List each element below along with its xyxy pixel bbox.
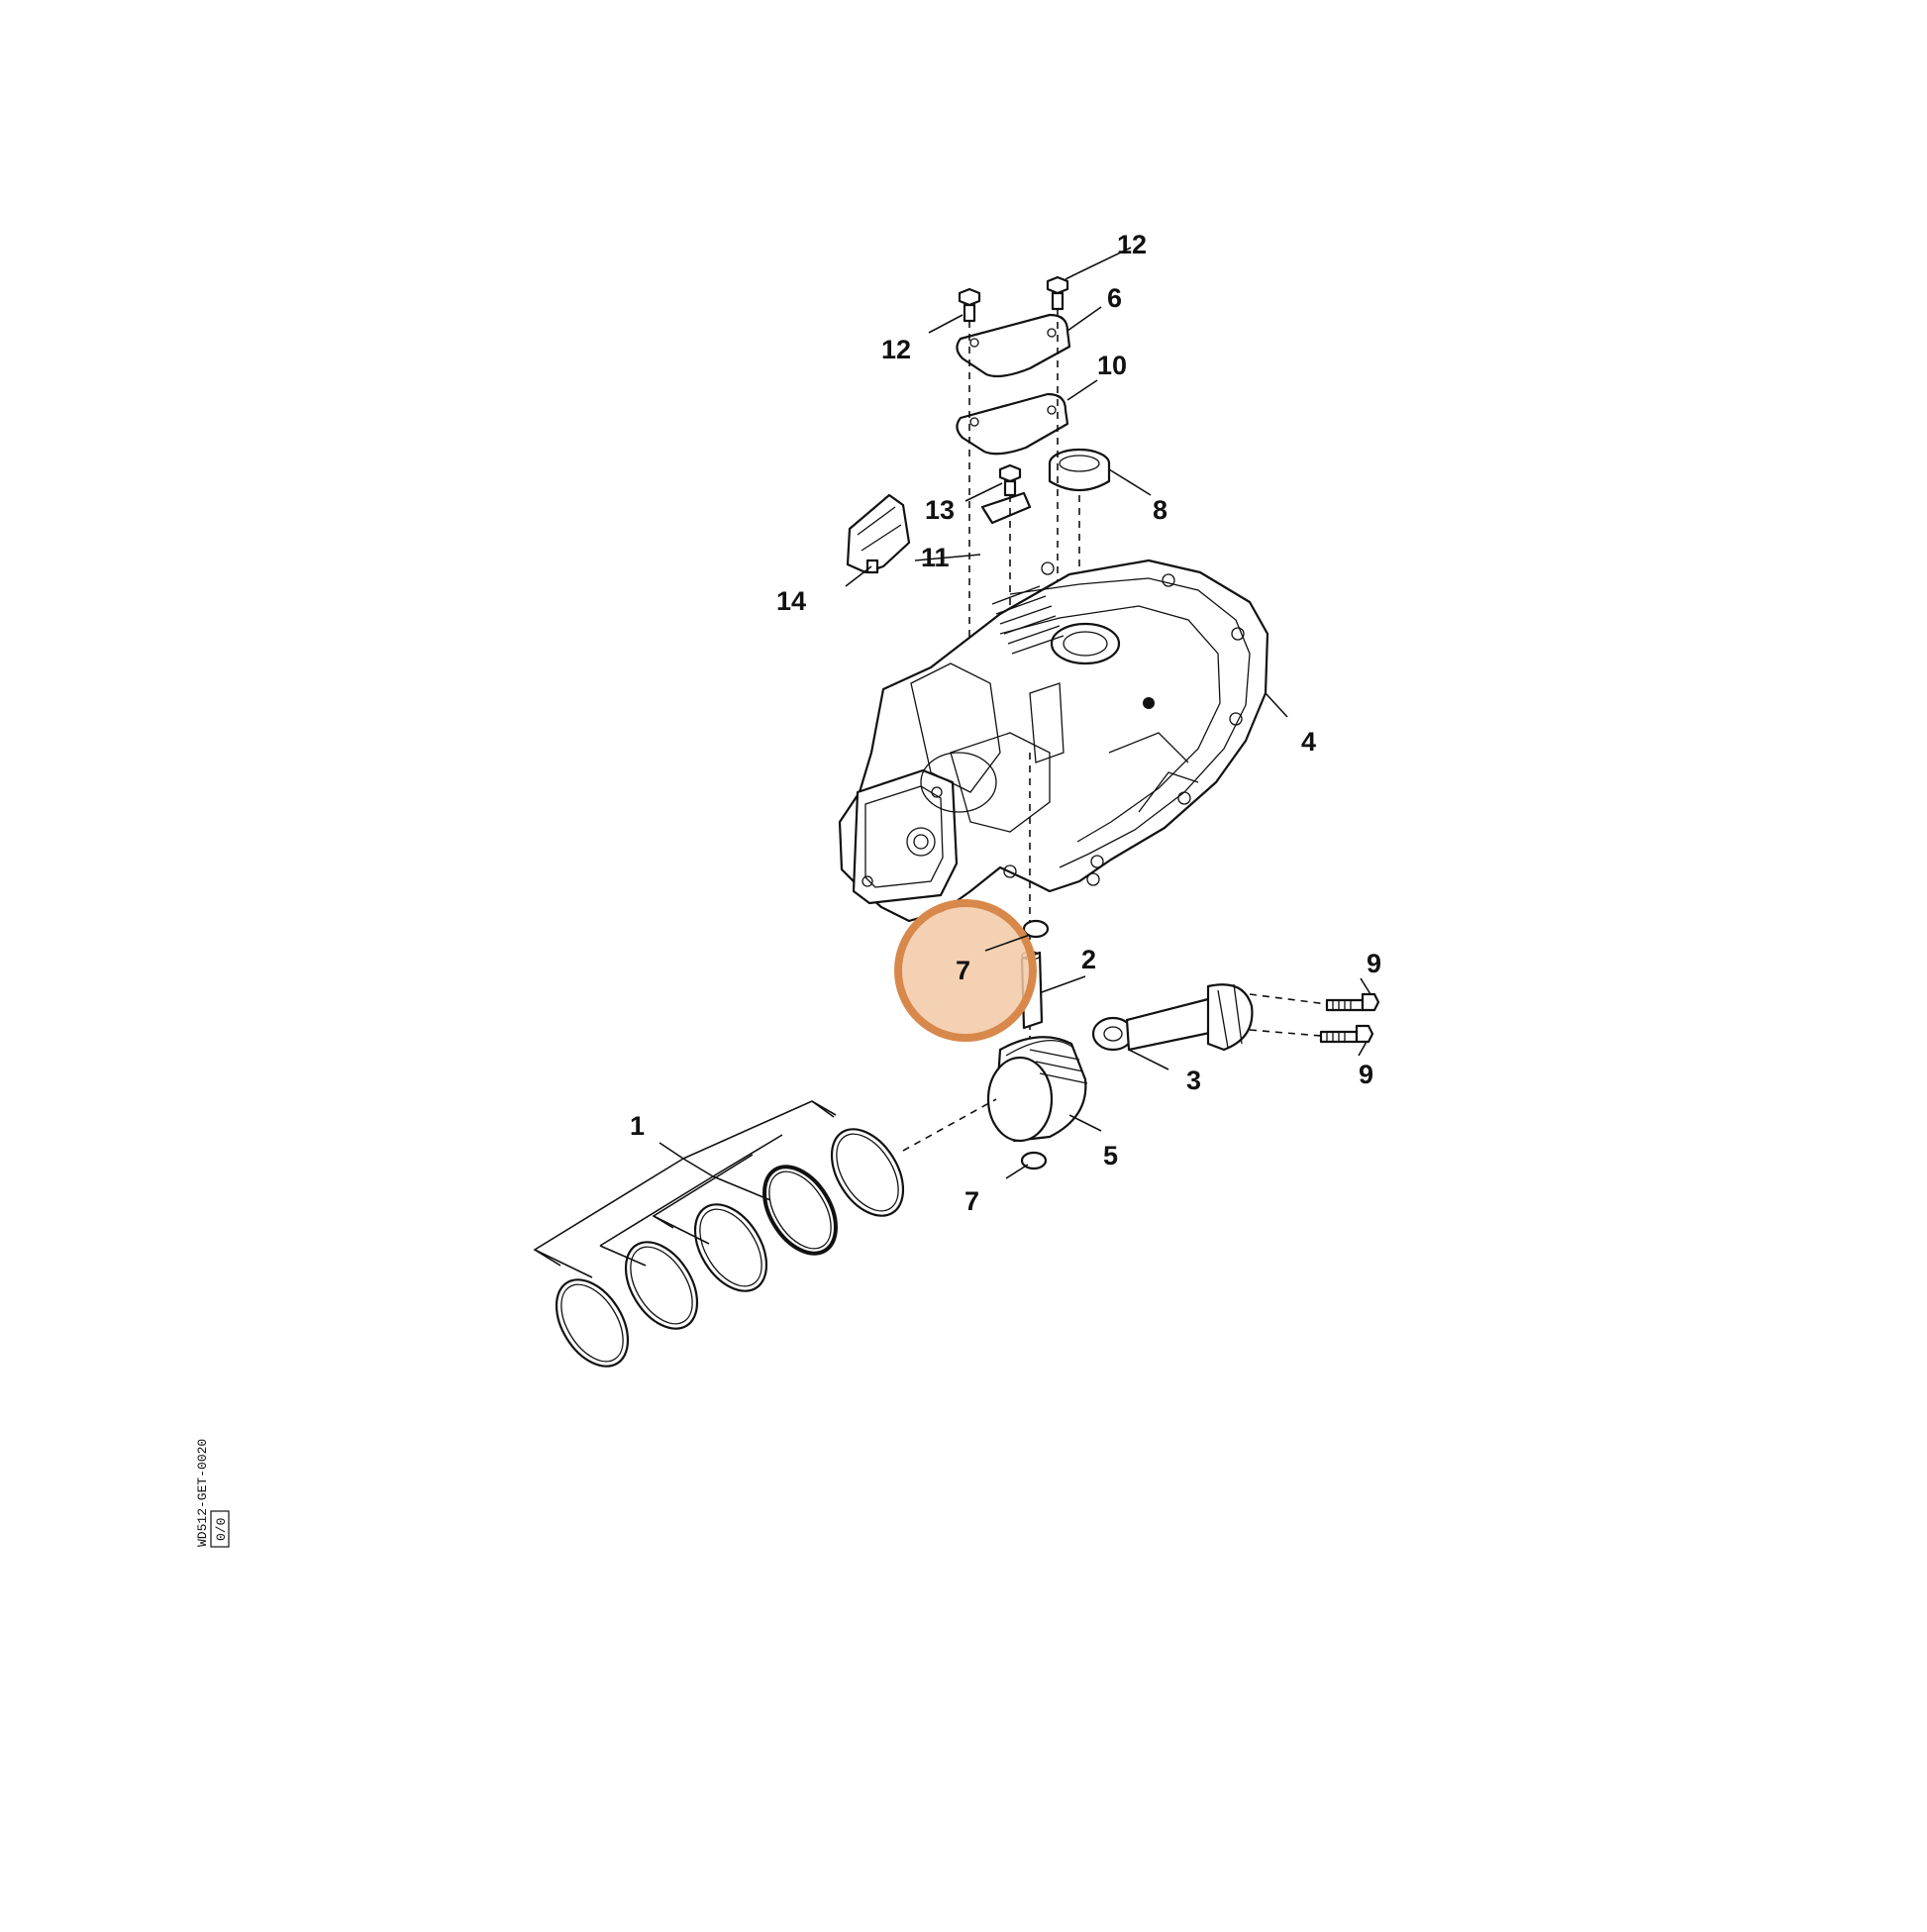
- drawing-box-code: 0/0: [214, 1518, 229, 1541]
- callout-5: 5: [1103, 1141, 1118, 1170]
- bolt-9-top[interactable]: [1325, 992, 1380, 1012]
- callout-8: 8: [1153, 495, 1167, 525]
- circlip-7-top[interactable]: [1022, 919, 1050, 939]
- callout-12-left: 12: [881, 335, 911, 364]
- callout-11: 11: [921, 543, 950, 572]
- gasket-10[interactable]: [956, 392, 1069, 456]
- bolt-13[interactable]: [998, 463, 1022, 497]
- callout-6: 6: [1107, 283, 1122, 313]
- callout-13: 13: [925, 495, 955, 525]
- piston-rings-1[interactable]: [542, 1116, 918, 1378]
- callout-3: 3: [1186, 1066, 1201, 1095]
- callout-12-top: 12: [1117, 230, 1147, 259]
- bolt-12-left[interactable]: [958, 287, 981, 323]
- callout-1: 1: [630, 1111, 645, 1141]
- side-cover-14[interactable]: [846, 493, 911, 574]
- callout-4: 4: [1301, 727, 1316, 757]
- piston-5[interactable]: [986, 1036, 1088, 1143]
- callout-2: 2: [1081, 945, 1096, 974]
- highlight-circle[interactable]: [894, 899, 1037, 1042]
- bolt-9-bottom[interactable]: [1319, 1024, 1374, 1044]
- callout-7-bottom: 7: [964, 1186, 979, 1216]
- drawing-code: WD512-GET-0020: [195, 1439, 210, 1547]
- connecting-rod-3[interactable]: [1091, 983, 1254, 1052]
- crankcase-4[interactable]: [838, 559, 1269, 923]
- drawing-stamp: WD512-GET-0020 0/0: [195, 1439, 230, 1548]
- callout-9-top: 9: [1367, 949, 1381, 978]
- bolt-12-right[interactable]: [1046, 275, 1069, 311]
- seal-ring-8[interactable]: [1048, 448, 1111, 491]
- callout-14: 14: [776, 586, 806, 616]
- callout-10: 10: [1097, 351, 1127, 380]
- cover-plate-6[interactable]: [956, 313, 1071, 378]
- callout-9-bottom: 9: [1359, 1060, 1373, 1089]
- clip-11[interactable]: [980, 491, 1032, 525]
- callout-7-highlighted: 7: [956, 956, 970, 985]
